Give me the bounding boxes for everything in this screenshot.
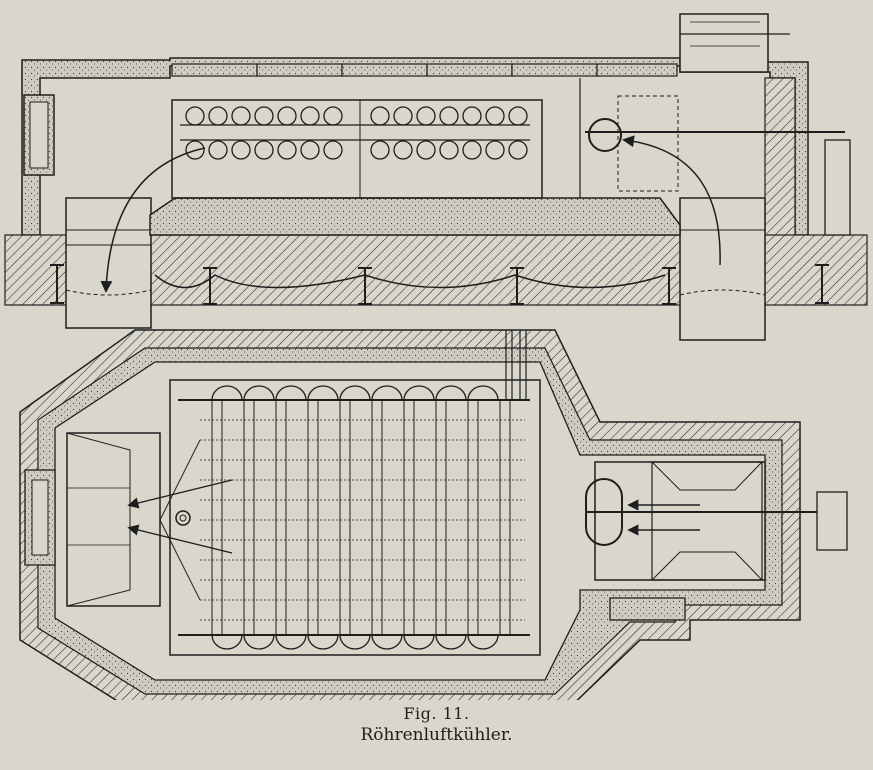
figure-title: Röhrenluftkühler. [360,725,513,745]
u-bends-top [211,385,499,401]
tube-coils-upper [180,106,530,160]
cooler-frame [171,99,543,199]
plan-arrow-1 [127,479,233,509]
plan-arrow-2 [127,524,233,554]
airflow-arrow-right [622,135,721,266]
figure-caption: Fig. 11. Röhrenluftkühler. [0,700,873,770]
airflow-arrow-left [100,147,206,293]
plan-fan-chamber [594,461,766,581]
right-wall [764,77,796,239]
u-bends-bottom [211,634,499,650]
figure-number: Fig. 11. [403,704,470,723]
drain-valve [175,510,191,526]
plan-left-duct [66,432,161,607]
platform [149,197,681,236]
tube-bank [178,399,530,636]
i-beams [50,264,829,305]
motor-block [816,491,848,551]
elevation-section [4,13,868,341]
plan-section [19,329,848,700]
pipe-connections [505,330,527,400]
tube-bank-frame [169,379,541,656]
fan-housing [679,13,769,73]
right-duct [679,197,766,341]
technical-drawing [4,13,868,700]
fan-wheel [588,118,622,152]
roof-panels [171,63,678,77]
plan-chamber [54,361,766,681]
